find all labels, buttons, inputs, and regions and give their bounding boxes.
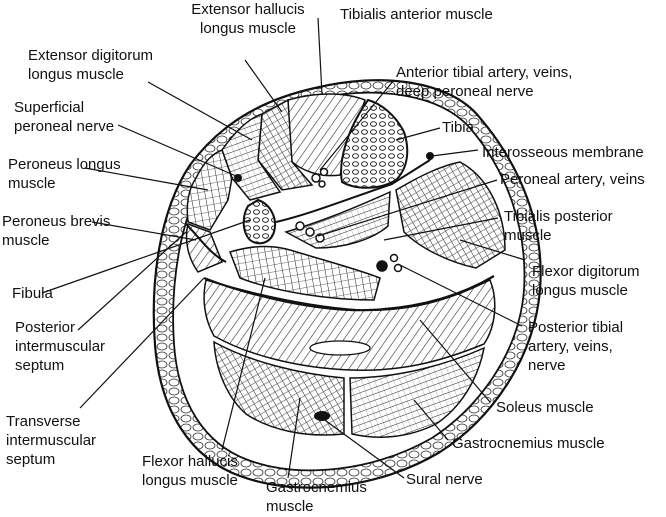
label-fibula: Fibula <box>12 285 53 302</box>
interosseous-membrane-line <box>275 159 431 223</box>
label-anterior-tibial: Anterior tibial artery, veins, deep pero… <box>396 64 573 100</box>
label-tibia: Tibia <box>442 119 474 136</box>
label-tibialis-anterior: Tibialis anterior muscle <box>340 6 493 23</box>
label-flexor-digitorum: Flexor digitorum longus muscle <box>532 263 640 299</box>
gastrocnemius-lateral-shape <box>213 340 345 436</box>
label-peroneal-artery: Peroneal artery, veins <box>500 171 645 188</box>
posterior-tibial-vessels <box>376 253 403 273</box>
sural-nerve-dot <box>314 411 330 421</box>
label-posterior-intermuscular: Posterior intermuscular septum <box>15 319 106 374</box>
label-extensor-hallucis: Extensor hallucis longus muscle <box>191 1 305 37</box>
tibia-bone <box>340 98 409 189</box>
label-gastrocnemius-bottom: Gastrocnemius muscle <box>266 479 367 515</box>
peroneus-brevis-shape <box>185 223 223 273</box>
label-superficial-peroneal: Superficial peroneal nerve <box>14 99 115 135</box>
fibula-bone <box>242 198 276 245</box>
plantaris-tendon <box>309 340 371 356</box>
label-extensor-digitorum: Extensor digitorum longus muscle <box>28 47 154 83</box>
label-peroneus-longus: Peroneus longus muscle <box>8 156 121 192</box>
label-interosseous: Interosseous membrane <box>482 144 644 161</box>
posterior-septum-line <box>185 223 227 263</box>
label-gastrocnemius-right: Gastrocnemius muscle <box>452 435 605 452</box>
leader-lines <box>41 17 526 479</box>
anterior-tibial-vessels <box>311 167 329 188</box>
label-posterior-tibial: Posterior tibial artery, veins, nerve <box>528 319 624 374</box>
label-soleus: Soleus muscle <box>496 399 594 416</box>
gastrocnemius-medial-shape <box>349 346 486 438</box>
label-peroneus-brevis: Peroneus brevis muscle <box>2 213 111 249</box>
flexor-digitorum-shape <box>395 161 506 269</box>
label-flexor-hallucis: Flexor hallucis longus muscle <box>142 453 238 489</box>
flexor-hallucis-shape <box>229 245 381 301</box>
label-transverse-intermuscular: Transverse intermuscular septum <box>6 413 97 468</box>
interosseous-marker-dot <box>426 152 434 160</box>
label-tibialis-posterior: Tibialis posterior muscle <box>504 208 613 244</box>
label-sural: Sural nerve <box>406 471 483 488</box>
